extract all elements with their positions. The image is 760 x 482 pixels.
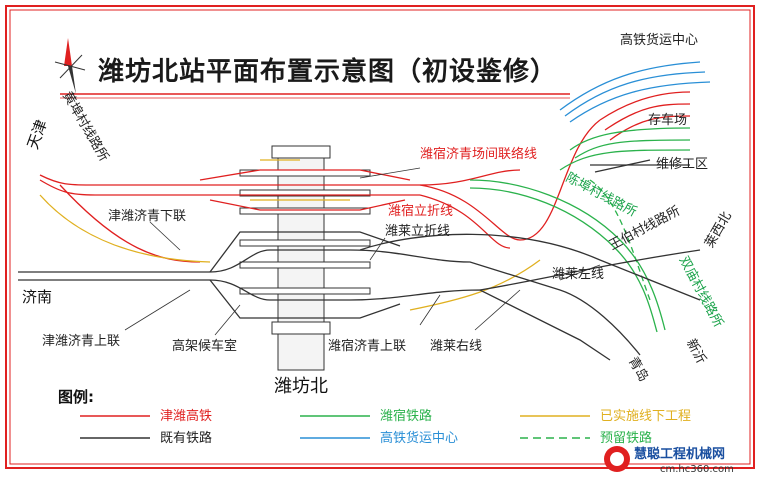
compass-logo-icon — [54, 38, 86, 94]
watermark-url: cm.hc360.com — [660, 464, 734, 475]
existing-railway-lines — [18, 159, 701, 361]
outer-border — [5, 5, 755, 469]
station-building — [277, 147, 325, 371]
watermark: 慧聪工程机械网 cm.hc360.com — [602, 442, 752, 476]
legend-label: 高铁货运中心 — [380, 430, 458, 446]
legend-label: 既有铁路 — [160, 430, 212, 446]
label-freight-center: 高铁货运中心 — [620, 32, 698, 48]
legend-label: 已实施线下工程 — [600, 409, 691, 424]
label-weilai-zuo: 潍莱左线 — [552, 267, 604, 282]
reserved-railway-lines — [589, 179, 651, 301]
implemented-works-lines — [39, 159, 541, 311]
label-jinwei-shang: 津潍济青上联 — [42, 334, 120, 349]
jinwei-hsr-lines — [39, 91, 691, 263]
weisu-railway-lines — [469, 127, 691, 333]
label-weisu-shang: 潍宿济青上联 — [328, 338, 406, 354]
label-qingdao: 青岛 — [625, 354, 652, 385]
freight-center-lines — [559, 61, 711, 123]
legend-label: 潍宿铁路 — [380, 408, 432, 424]
label-jinan: 济南 — [22, 288, 52, 306]
inner-border — [9, 9, 751, 465]
label-station: 潍坊北 — [274, 376, 328, 397]
label-weilai-lizhe: 潍莱立折线 — [385, 224, 450, 239]
platforms — [239, 169, 371, 295]
legend-label: 预留铁路 — [600, 430, 652, 446]
label-tianjin: 天津 — [24, 117, 51, 151]
watermark-site: 慧聪工程机械网 — [634, 446, 725, 462]
label-gaojia: 高架候车室 — [172, 338, 237, 354]
diagram-title: 潍坊北站平面布置示意图（初设鉴修） — [98, 56, 557, 87]
label-weilai-you: 潍莱右线 — [430, 339, 482, 354]
label-weisu-changjian: 潍宿济青场间联络线 — [420, 146, 537, 162]
label-depot: 存车场 — [648, 112, 687, 128]
label-laixi: 莱西北 — [702, 209, 734, 250]
label-chenbu-line-post: 陈埠村线路所 — [563, 169, 639, 220]
legend-title: 图例: — [58, 388, 94, 406]
label-weisu-lizhe: 潍宿立折线 — [388, 203, 453, 219]
label-linyi: 新沂 — [683, 336, 709, 366]
label-jinwei-xia: 津潍济青下联 — [108, 209, 186, 224]
label-maintenance: 维修工区 — [656, 157, 708, 172]
label-shuangmiao-line-post: 双庙村线路所 — [676, 254, 727, 330]
label-huangbu-line-post: 黄埠村线路所 — [59, 89, 112, 165]
legend-label: 津潍高铁 — [160, 408, 212, 424]
